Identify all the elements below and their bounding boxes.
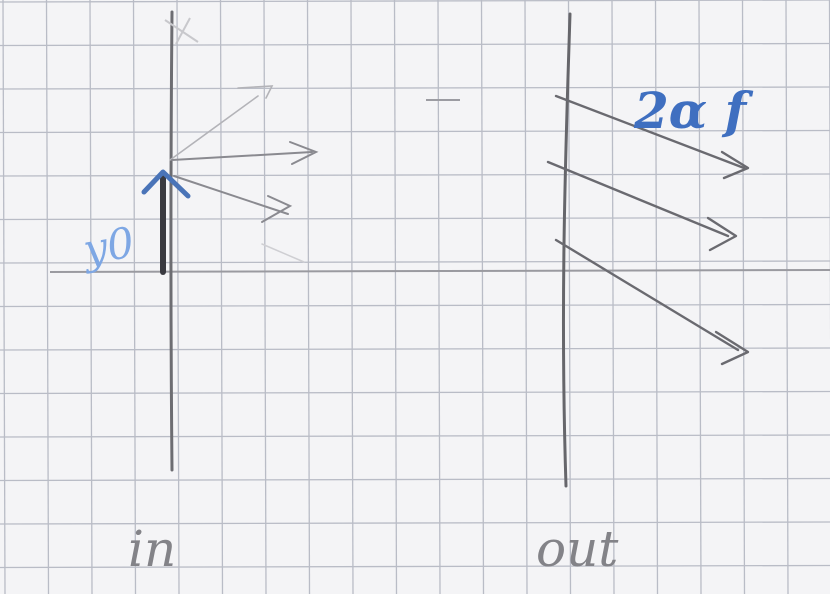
grid-line-vertical (2, 0, 6, 594)
output-angle-label: 2α f (633, 81, 754, 140)
output-plane-label: out (536, 520, 619, 578)
optical-axis (49, 269, 830, 273)
output-ray-3-head-icon (714, 330, 750, 366)
input-plane-line (169, 10, 174, 472)
grid-line-horizontal (0, 564, 830, 569)
grid-line-vertical (654, 0, 659, 594)
output-rays (546, 94, 750, 366)
grid-line-vertical (89, 0, 93, 594)
output-ray-3 (554, 238, 740, 352)
grid-line-horizontal (0, 390, 830, 395)
grid-line-horizontal (0, 216, 830, 221)
grid-line-horizontal (0, 347, 830, 351)
grid-line-horizontal (0, 42, 830, 47)
output-ray-1-head-icon (720, 150, 750, 180)
input-ray-up-head-icon (237, 85, 274, 99)
grid-line-horizontal (0, 173, 830, 177)
grid-line-vertical (176, 0, 180, 594)
grid-line-horizontal (0, 260, 830, 264)
grid-line-vertical (698, 0, 702, 594)
output-ray-2-head-icon (706, 216, 738, 252)
grid-line-vertical (306, 0, 311, 594)
output-plane-line (561, 12, 572, 488)
input-ray-flat-head-icon (289, 141, 319, 165)
grid-line-vertical (785, 0, 789, 594)
grid-line-horizontal (0, 86, 830, 90)
input-plane-label: in (128, 520, 176, 578)
grid-line-vertical (437, 0, 441, 594)
grid-line-horizontal (0, 303, 830, 308)
ray-height-label: y0 (78, 217, 138, 274)
grid-line-horizontal (0, 521, 830, 525)
grid-line-vertical (741, 0, 746, 594)
input-ray-flat (171, 151, 313, 161)
output-ray-1 (554, 94, 746, 170)
grid-line-horizontal (0, 477, 830, 482)
grid-line-vertical (45, 0, 50, 594)
input-rays (169, 85, 319, 263)
grid-line-vertical (132, 0, 137, 594)
grid-line-horizontal (0, 0, 830, 3)
grid-line-vertical (350, 0, 354, 594)
input-ray-faint (261, 243, 305, 263)
input-plane-top-scribble (164, 17, 199, 45)
object-arrow-head-icon (141, 169, 191, 199)
input-ray-down-head-icon (261, 195, 293, 223)
grid-line-horizontal (0, 434, 830, 438)
grid-line-vertical (219, 0, 224, 594)
grid-line-vertical (611, 0, 615, 594)
grid-line-vertical (393, 0, 398, 594)
grid-line-horizontal (0, 129, 830, 134)
grid-line-vertical (263, 0, 267, 594)
grid-line-vertical (524, 0, 528, 594)
output-ray-2 (546, 160, 730, 238)
input-ray-up (169, 95, 259, 161)
input-ray-down (173, 175, 289, 215)
grid-line-vertical (480, 0, 485, 594)
